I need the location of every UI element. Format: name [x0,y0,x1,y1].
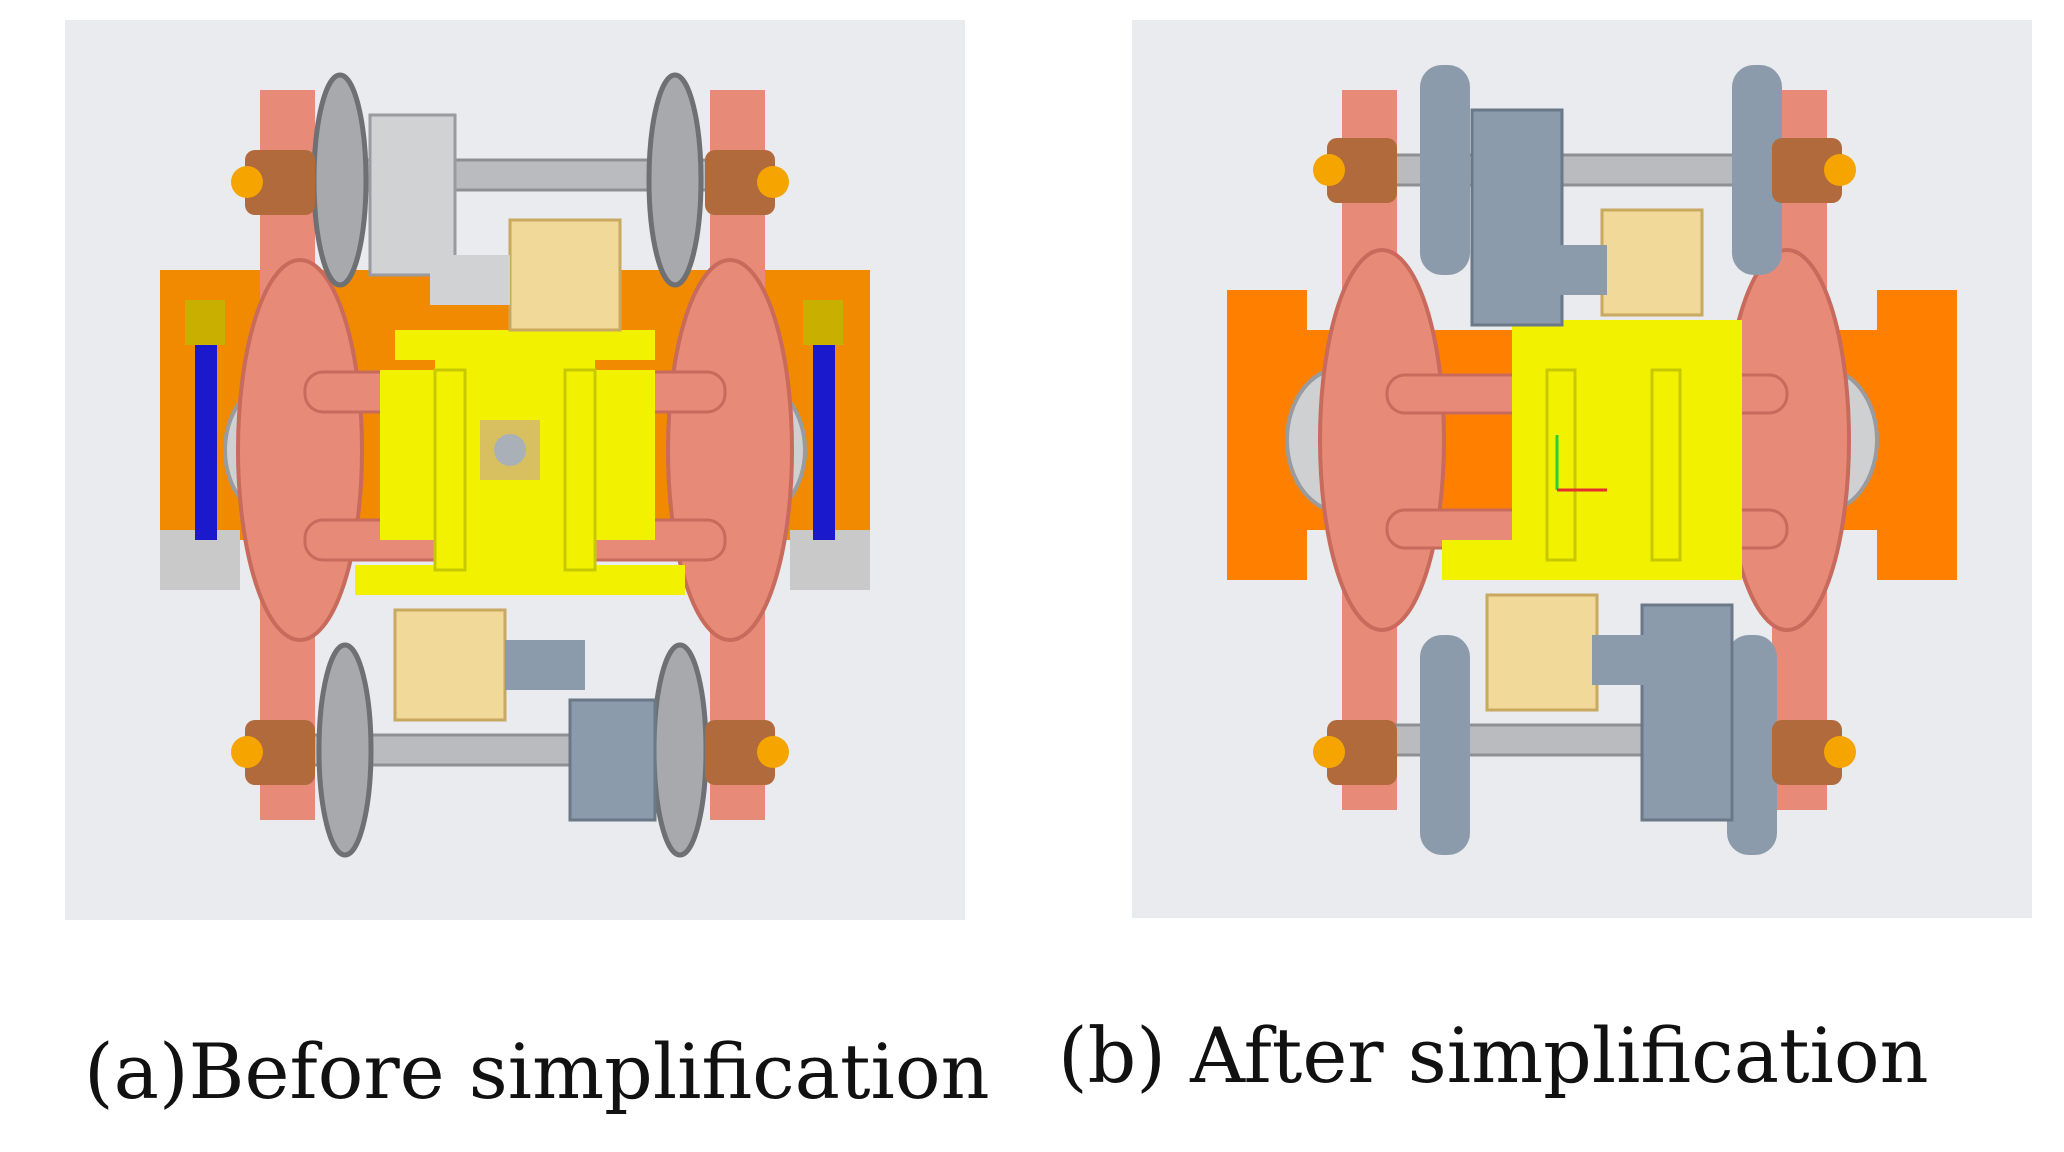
axlebox-cap-bottom-left [1313,736,1345,768]
gearbox-top [1600,208,1704,317]
coupling-bottom [505,640,585,690]
coupling-top [1537,245,1607,295]
crossbeam-web-right [1650,368,1682,562]
wheel-top-right [646,72,704,288]
bogie-after-panel [1132,20,2032,918]
wheel-bottom-right [1727,635,1777,855]
axlebox-bottom-left [245,720,315,785]
axlebox-bottom-left [1327,720,1397,785]
axlebox-top-left [245,150,315,215]
side-frame-right-bulge [1723,248,1851,632]
crossbeam-web-left [433,368,467,572]
caption-after: (b) After simplification [1058,1011,1929,1100]
damper-left-cap [185,300,225,345]
axlebox-bottom-right [1772,720,1842,785]
axlebox-cap-top-left [1313,154,1345,186]
wheel-bottom-left [1420,635,1470,855]
wheel-bottom-left [316,642,374,858]
axlebox-cap-bottom-right [1824,736,1856,768]
gearbox-bottom [393,608,507,722]
wheel-top-right [1732,65,1782,275]
axlebox-cap-top-left [231,166,263,198]
axlebox-cap-top-right [757,166,789,198]
axlebox-top-left [1327,138,1397,203]
damper-left [195,340,217,540]
gearbox-top [508,218,622,332]
damper-right-cap [803,300,843,345]
side-frame-right-bulge [666,258,794,642]
crossbeam-web-right [563,368,597,572]
crossbeam-web-left [1545,368,1577,562]
motor-bottom [1640,603,1734,822]
axlebox-cap-bottom-right [757,736,789,768]
axlebox-top-right [1772,138,1842,203]
bogie-detailed-diagram [160,72,870,858]
caption-before: (a)Before simplification [84,1027,990,1116]
wheel-top-left [311,72,369,288]
motor-bottom [568,698,657,822]
bogie-before-panel [65,20,965,920]
coupling-bottom [1592,635,1652,685]
coupling-top [430,255,510,305]
wheel-bottom-right [651,642,709,858]
bolster-end-right [1877,290,1957,580]
side-frame-left-bulge [1318,248,1446,632]
axlebox-top-right [705,150,775,215]
bogie-simplified-diagram [1227,65,1957,855]
axlebox-bottom-right [705,720,775,785]
damper-right [813,340,835,540]
gearbox-bottom [1485,593,1599,712]
axlebox-cap-top-right [1824,154,1856,186]
center-pivot-disc [494,434,526,466]
side-frame-left-bulge [236,258,364,642]
axlebox-cap-bottom-left [231,736,263,768]
wheel-top-left [1420,65,1470,275]
motor-top [368,113,457,277]
